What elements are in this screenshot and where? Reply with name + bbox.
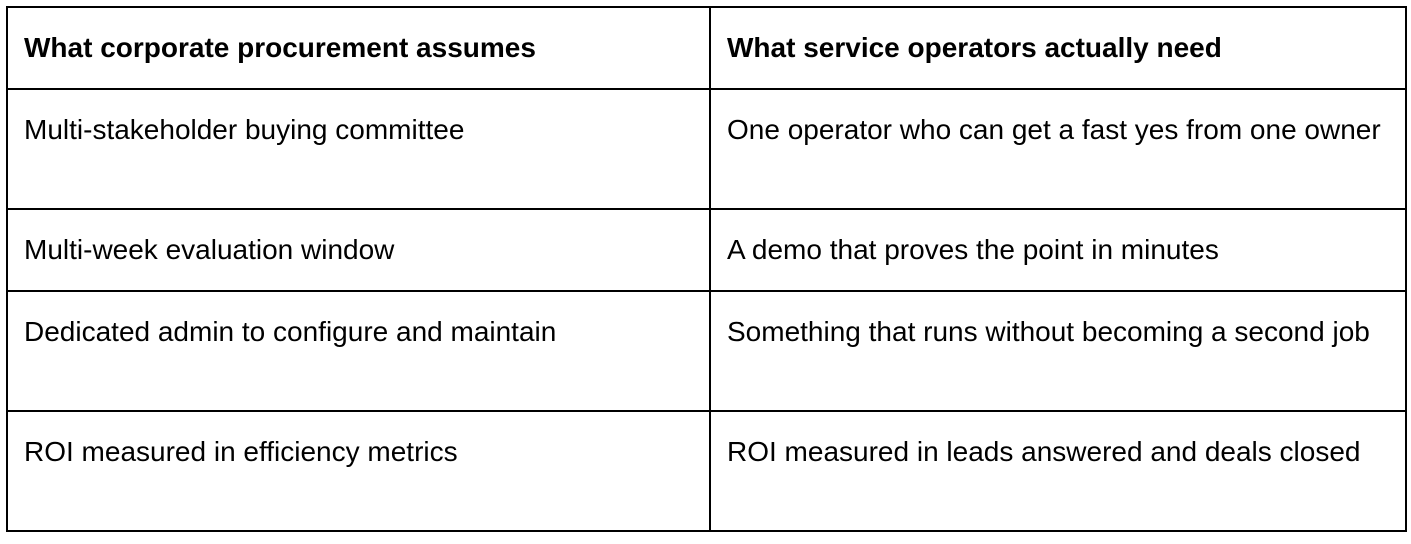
table-cell-need: One operator who can get a fast yes from… — [709, 88, 1407, 210]
header-service-operators: What service operators actually need — [709, 6, 1407, 90]
table-row: Dedicated admin to configure and maintai… — [6, 290, 1407, 412]
table-header-row: What corporate procurement assumes What … — [6, 6, 1407, 90]
table-row: ROI measured in efficiency metrics ROI m… — [6, 410, 1407, 532]
table-cell-assumption: Multi-stakeholder buying committee — [6, 88, 711, 210]
header-corporate-procurement: What corporate procurement assumes — [6, 6, 711, 90]
table-cell-need: Something that runs without becoming a s… — [709, 290, 1407, 412]
table-cell-assumption: Dedicated admin to configure and maintai… — [6, 290, 711, 412]
table-cell-assumption: ROI measured in efficiency metrics — [6, 410, 711, 532]
table-cell-need: A demo that proves the point in minutes — [709, 208, 1407, 292]
table-row: Multi-week evaluation window A demo that… — [6, 208, 1407, 292]
table-cell-assumption: Multi-week evaluation window — [6, 208, 711, 292]
table-row: Multi-stakeholder buying committee One o… — [6, 88, 1407, 210]
comparison-table: What corporate procurement assumes What … — [6, 6, 1407, 532]
table-cell-need: ROI measured in leads answered and deals… — [709, 410, 1407, 532]
